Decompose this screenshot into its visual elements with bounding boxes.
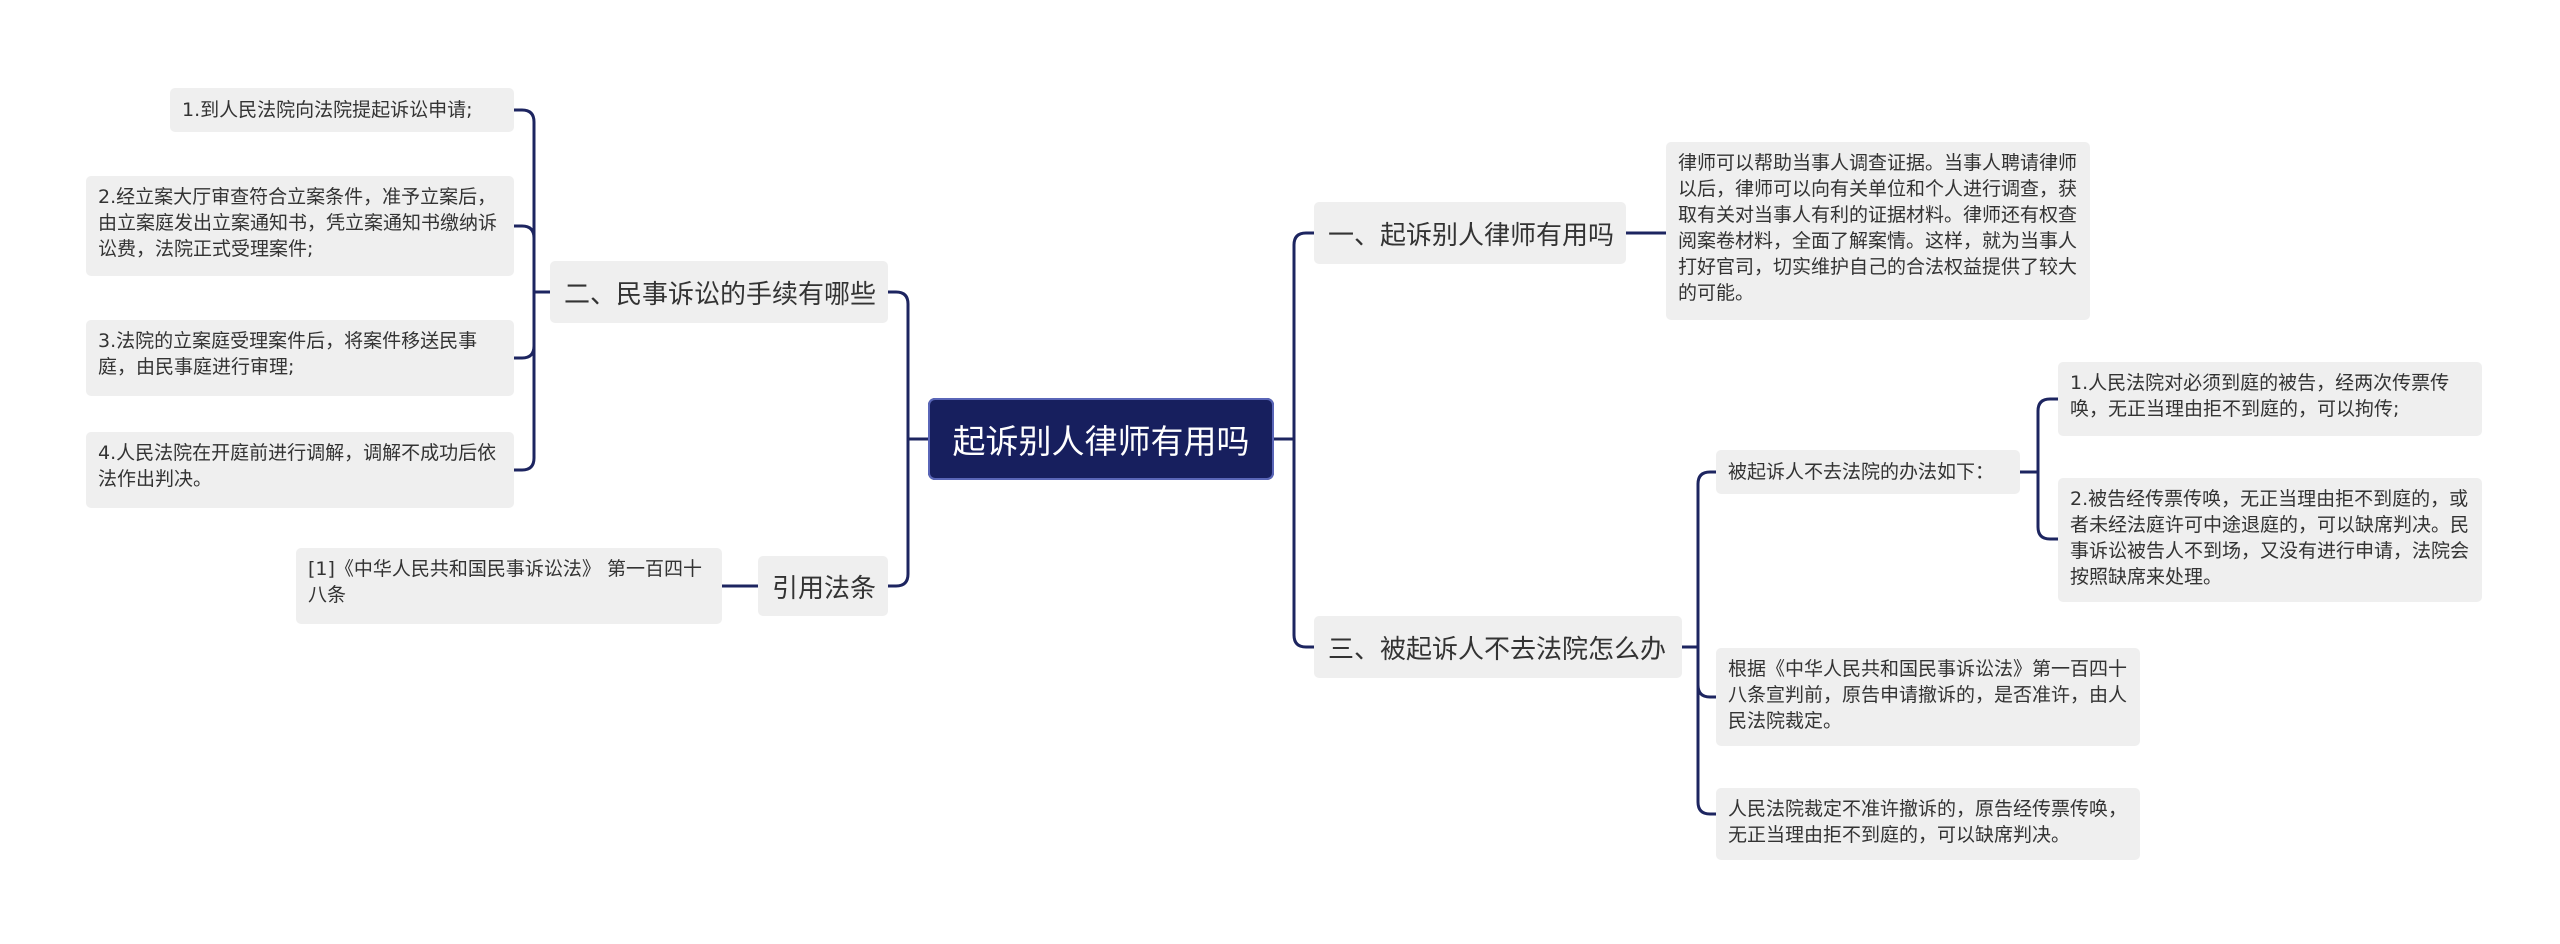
absent-method-1[interactable]: 1.人民法院对必须到庭的被告，经两次传票传唤，无正当理由拒不到庭的，可以拘传;: [2058, 362, 2482, 436]
branch-citation[interactable]: 引用法条: [758, 556, 888, 616]
branch-citation-label: 引用法条: [772, 573, 877, 604]
absent-note-1-text: 根据《中华人民共和国民事诉讼法》第一百四十八条宣判前，原告申请撤诉的，是否准许，…: [1728, 658, 2128, 732]
root-topic[interactable]: 起诉别人律师有用吗: [928, 398, 1274, 480]
branch-procedure-label: 二、民事诉讼的手续有哪些: [564, 279, 877, 310]
absent-sub-heading[interactable]: 被起诉人不去法院的办法如下：: [1716, 450, 2020, 494]
lawyer-detail-text: 律师可以帮助当事人调查证据。当事人聘请律师以后，律师可以向有关单位和个人进行调查…: [1678, 152, 2078, 304]
lawyer-detail[interactable]: 律师可以帮助当事人调查证据。当事人聘请律师以后，律师可以向有关单位和个人进行调查…: [1666, 142, 2090, 320]
absent-sub-heading-text: 被起诉人不去法院的办法如下：: [1728, 461, 1995, 483]
procedure-step-4-text: 4.人民法院在开庭前进行调解，调解不成功后依法作出判决。: [98, 442, 497, 490]
branch-absent-label: 三、被起诉人不去法院怎么办: [1328, 634, 1667, 665]
branch-procedure[interactable]: 二、民事诉讼的手续有哪些: [550, 261, 888, 323]
procedure-step-2-text: 2.经立案大厅审查符合立案条件，准予立案后，由立案庭发出立案通知书，凭立案通知书…: [98, 186, 498, 260]
procedure-step-1[interactable]: 1.到人民法院向法院提起诉讼申请;: [170, 88, 514, 132]
procedure-step-1-text: 1.到人民法院向法院提起诉讼申请;: [182, 99, 473, 121]
branch-lawyer-label: 一、起诉别人律师有用吗: [1328, 220, 1615, 251]
absent-note-2[interactable]: 人民法院裁定不准许撤诉的，原告经传票传唤，无正当理由拒不到庭的，可以缺席判决。: [1716, 788, 2140, 860]
absent-method-1-text: 1.人民法院对必须到庭的被告，经两次传票传唤，无正当理由拒不到庭的，可以拘传;: [2070, 372, 2450, 420]
branch-absent-defendant[interactable]: 三、被起诉人不去法院怎么办: [1314, 616, 1682, 678]
branch-lawyer[interactable]: 一、起诉别人律师有用吗: [1314, 202, 1626, 264]
absent-method-2[interactable]: 2.被告经传票传唤，无正当理由拒不到庭的，或者未经法庭许可中途退庭的，可以缺席判…: [2058, 478, 2482, 602]
procedure-step-4[interactable]: 4.人民法院在开庭前进行调解，调解不成功后依法作出判决。: [86, 432, 514, 508]
procedure-step-3[interactable]: 3.法院的立案庭受理案件后，将案件移送民事庭，由民事庭进行审理;: [86, 320, 514, 396]
absent-note-1[interactable]: 根据《中华人民共和国民事诉讼法》第一百四十八条宣判前，原告申请撤诉的，是否准许，…: [1716, 648, 2140, 746]
procedure-step-2[interactable]: 2.经立案大厅审查符合立案条件，准予立案后，由立案庭发出立案通知书，凭立案通知书…: [86, 176, 514, 276]
absent-note-2-text: 人民法院裁定不准许撤诉的，原告经传票传唤，无正当理由拒不到庭的，可以缺席判决。: [1728, 798, 2128, 846]
root-title: 起诉别人律师有用吗: [952, 422, 1250, 461]
citation-item-text: [1]《中华人民共和国民事诉讼法》 第一百四十八条: [308, 558, 702, 606]
procedure-step-3-text: 3.法院的立案庭受理案件后，将案件移送民事庭，由民事庭进行审理;: [98, 330, 478, 378]
absent-method-2-text: 2.被告经传票传唤，无正当理由拒不到庭的，或者未经法庭许可中途退庭的，可以缺席判…: [2070, 488, 2470, 588]
citation-item[interactable]: [1]《中华人民共和国民事诉讼法》 第一百四十八条: [296, 548, 722, 624]
